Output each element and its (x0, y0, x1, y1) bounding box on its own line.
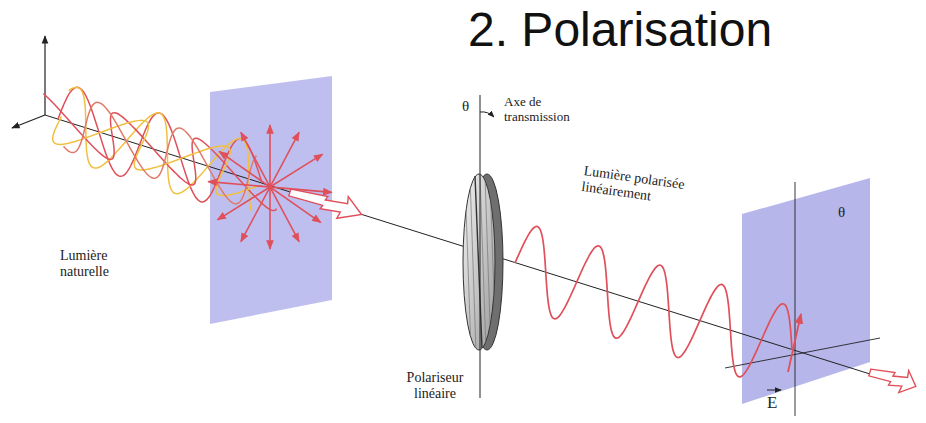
analysis-plane (742, 178, 870, 404)
angle-symbol: θ (462, 98, 469, 115)
light-wave (58, 87, 262, 202)
field-vector-label: E (767, 393, 777, 413)
light-label: Lumière naturelle (60, 248, 132, 280)
angle-arc (480, 112, 494, 117)
light-wave (43, 93, 276, 210)
polarizer-vertical-axis (480, 95, 481, 398)
axis-label: Axe de transmission (504, 95, 590, 125)
transmission-axis (475, 176, 482, 348)
axis-arrow (12, 115, 45, 128)
angle-symbol: θ (838, 204, 845, 221)
optical-axis (45, 115, 870, 374)
natural-light-waves (43, 87, 276, 211)
hollow-arrow-group (287, 180, 920, 397)
hollow-arrow (287, 180, 366, 225)
vector-overarrow (767, 390, 781, 391)
polarized-wave (515, 226, 792, 376)
polarized-wave-path (515, 226, 792, 376)
polarizer-label: Polariseur linéaire (394, 370, 476, 402)
axis-arrow (44, 36, 45, 115)
plane-vertical-line (795, 182, 796, 416)
hollow-arrow (867, 360, 920, 397)
wave-label: Lumière polarisée linéairement (581, 163, 706, 212)
field-vector-arrow (788, 314, 801, 372)
slide-title: 2. Polarisation (468, 4, 772, 57)
plane-horizontal-line (725, 338, 880, 368)
field-vector (217, 154, 322, 220)
field-vector-star (208, 125, 332, 249)
light-wave (64, 102, 257, 203)
